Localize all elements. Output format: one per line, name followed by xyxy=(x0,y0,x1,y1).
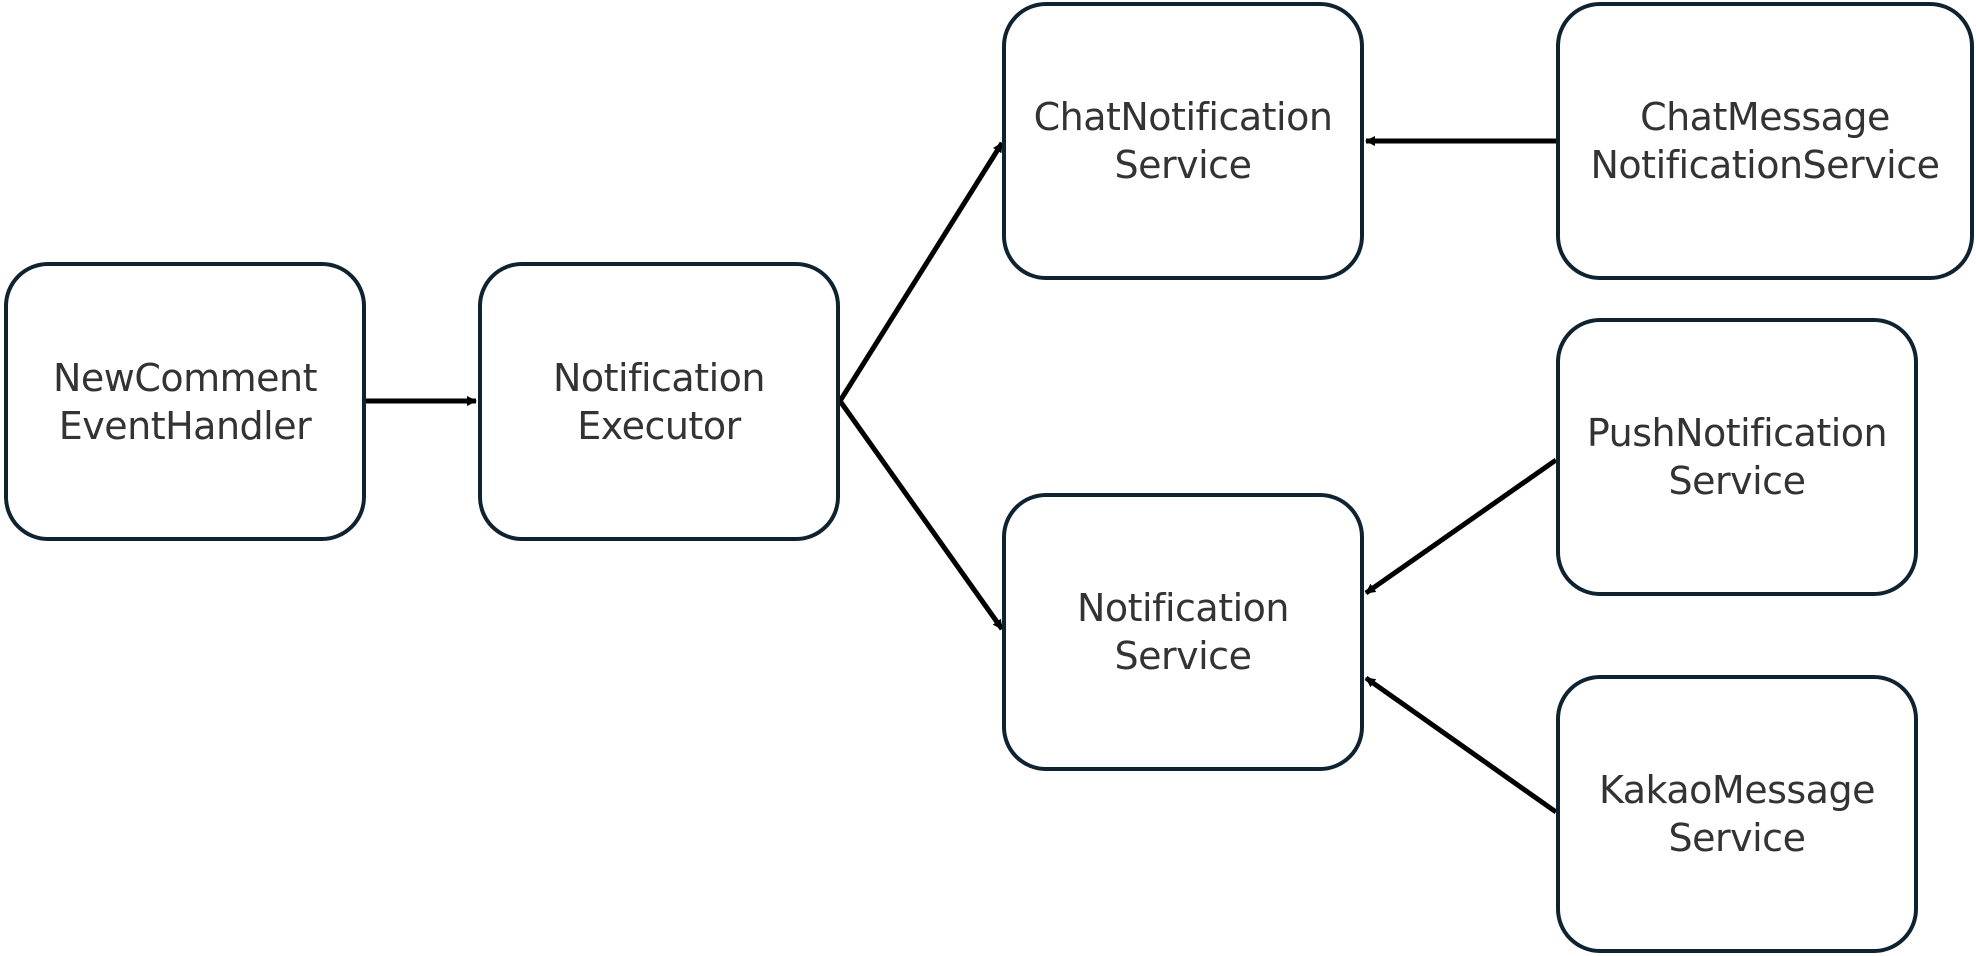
node-label-line: Executor xyxy=(577,403,741,448)
node-kakao-message-service: KakaoMessage Service xyxy=(1556,675,1918,953)
node-label-line: NewComment xyxy=(52,355,318,400)
edge-executor-to-notification-service xyxy=(837,399,1005,631)
node-notification-service: Notification Service xyxy=(1002,493,1364,771)
node-label-line: PushNotification xyxy=(1586,411,1888,455)
node-push-notification-service: PushNotification Service xyxy=(1556,318,1918,596)
node-label-line: KakaoMessage xyxy=(1599,768,1875,812)
node-label-line: ChatMessage xyxy=(1640,95,1890,139)
node-label-line: Service xyxy=(1668,816,1806,860)
node-label: Notification Service xyxy=(1076,584,1290,680)
node-label: NewComment EventHandler xyxy=(52,354,318,450)
node-label: Notification Executor xyxy=(552,354,766,450)
edge-push-to-notification-service xyxy=(1364,457,1558,596)
node-label-line: NotificationService xyxy=(1590,143,1940,187)
node-label-line: Notification xyxy=(1076,586,1290,630)
node-label: PushNotification Service xyxy=(1586,409,1888,505)
node-label-line: Service xyxy=(1114,634,1252,678)
node-label: ChatMessage NotificationService xyxy=(1591,93,1940,189)
node-chat-notification-service: ChatNotification Service xyxy=(1002,2,1364,280)
node-label-line: Notification xyxy=(552,355,766,400)
node-label: ChatNotification Service xyxy=(1034,93,1333,189)
node-label-line: Service xyxy=(1114,143,1252,187)
node-label-line: ChatNotification xyxy=(1033,95,1333,139)
node-notification-executor: Notification Executor xyxy=(478,262,840,541)
node-chat-message-notification-service: ChatMessage NotificationService xyxy=(1556,2,1974,280)
edge-kakao-to-notification-service xyxy=(1364,675,1558,815)
node-label: KakaoMessage Service xyxy=(1599,766,1875,862)
node-new-comment-event-handler: NewComment EventHandler xyxy=(4,262,366,541)
node-label-line: EventHandler xyxy=(58,403,312,448)
node-label-line: Service xyxy=(1668,459,1806,503)
edge-executor-to-chat-notification xyxy=(837,141,1005,403)
